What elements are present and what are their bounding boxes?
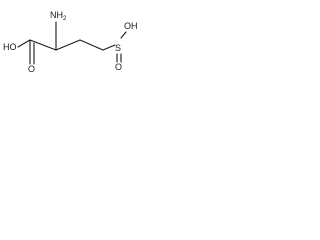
label-amino-group: NH2 — [50, 10, 67, 22]
bond-ch2-sulfur — [102, 44, 116, 51]
bond-ch2-ch2 — [79, 39, 104, 51]
label-carbonyl-oxygen: O — [28, 64, 35, 74]
label-amino-main: NH — [50, 10, 63, 20]
atom-labels: HO O NH2 S OH O — [3, 10, 138, 74]
label-sulfonyl-oxygen: O — [115, 62, 122, 72]
bond-ho-carboxyl-carbon — [17, 39, 31, 48]
bond-carboxyl-alpha — [29, 39, 57, 51]
label-sulfur: S — [115, 43, 121, 53]
bonds — [17, 21, 127, 65]
label-amino-subscript: 2 — [63, 16, 67, 22]
bond-alpha-ch2 — [55, 39, 81, 51]
bond-sulfur-hydroxyl — [120, 31, 127, 39]
label-hydroxyl-left: HO — [3, 42, 17, 52]
structural-formula: HO O NH2 S OH O — [3, 10, 138, 74]
label-sulfonic-hydroxyl: OH — [124, 21, 138, 31]
